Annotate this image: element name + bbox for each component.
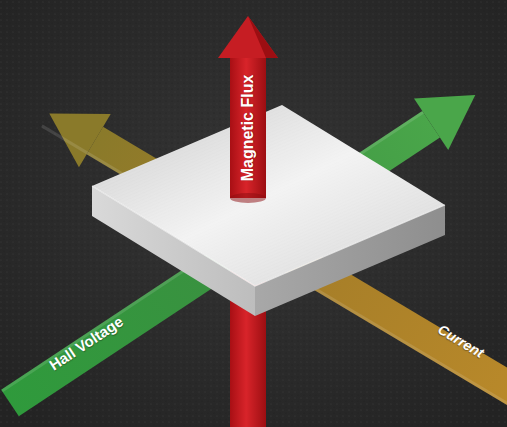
semiconductor-slab bbox=[92, 105, 445, 316]
magnetic-flux-arrow bbox=[218, 16, 278, 203]
hall-voltage-arrow bbox=[0, 69, 492, 427]
arrow-label: Magnetic Flux bbox=[240, 75, 256, 182]
arrow-label: Current bbox=[436, 322, 487, 360]
arrow-label: Hall Voltage bbox=[47, 313, 126, 372]
